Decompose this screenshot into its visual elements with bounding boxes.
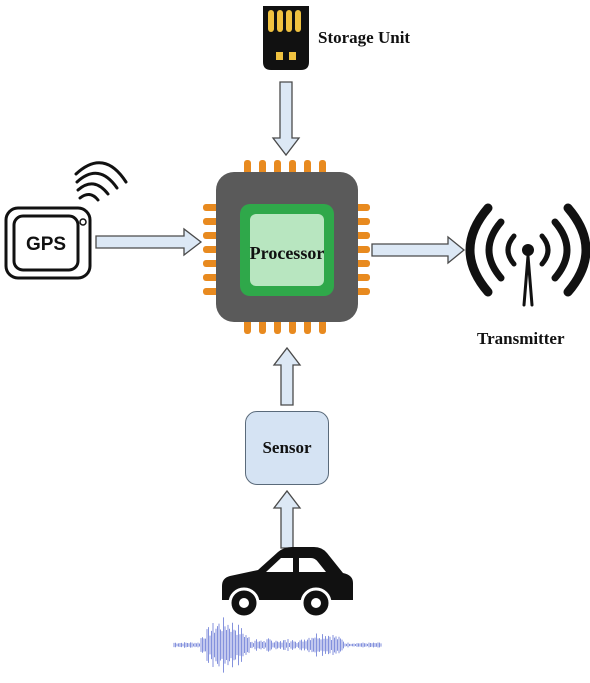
gps-icon: GPS [6,208,90,278]
sound-waveform-icon [174,617,381,672]
gps-signal-icon [76,163,126,200]
storage-unit-icon [263,6,309,70]
car-icon [222,547,353,617]
arrow-storage-to-processor [273,82,299,155]
transmitter-icon [470,208,586,305]
processor-label: Processor [232,243,342,264]
transmitter-label: Transmitter [477,329,565,349]
arrow-gps-to-processor [96,229,201,255]
arrow-processor-to-transmitter [372,237,464,263]
arrow-vehicle-to-sensor [274,491,300,548]
sensor-label: Sensor [262,438,311,458]
storage-unit-label: Storage Unit [318,28,410,48]
arrow-sensor-to-processor [274,348,300,405]
gps-text: GPS [26,234,66,255]
sensor-box: Sensor [245,411,329,485]
